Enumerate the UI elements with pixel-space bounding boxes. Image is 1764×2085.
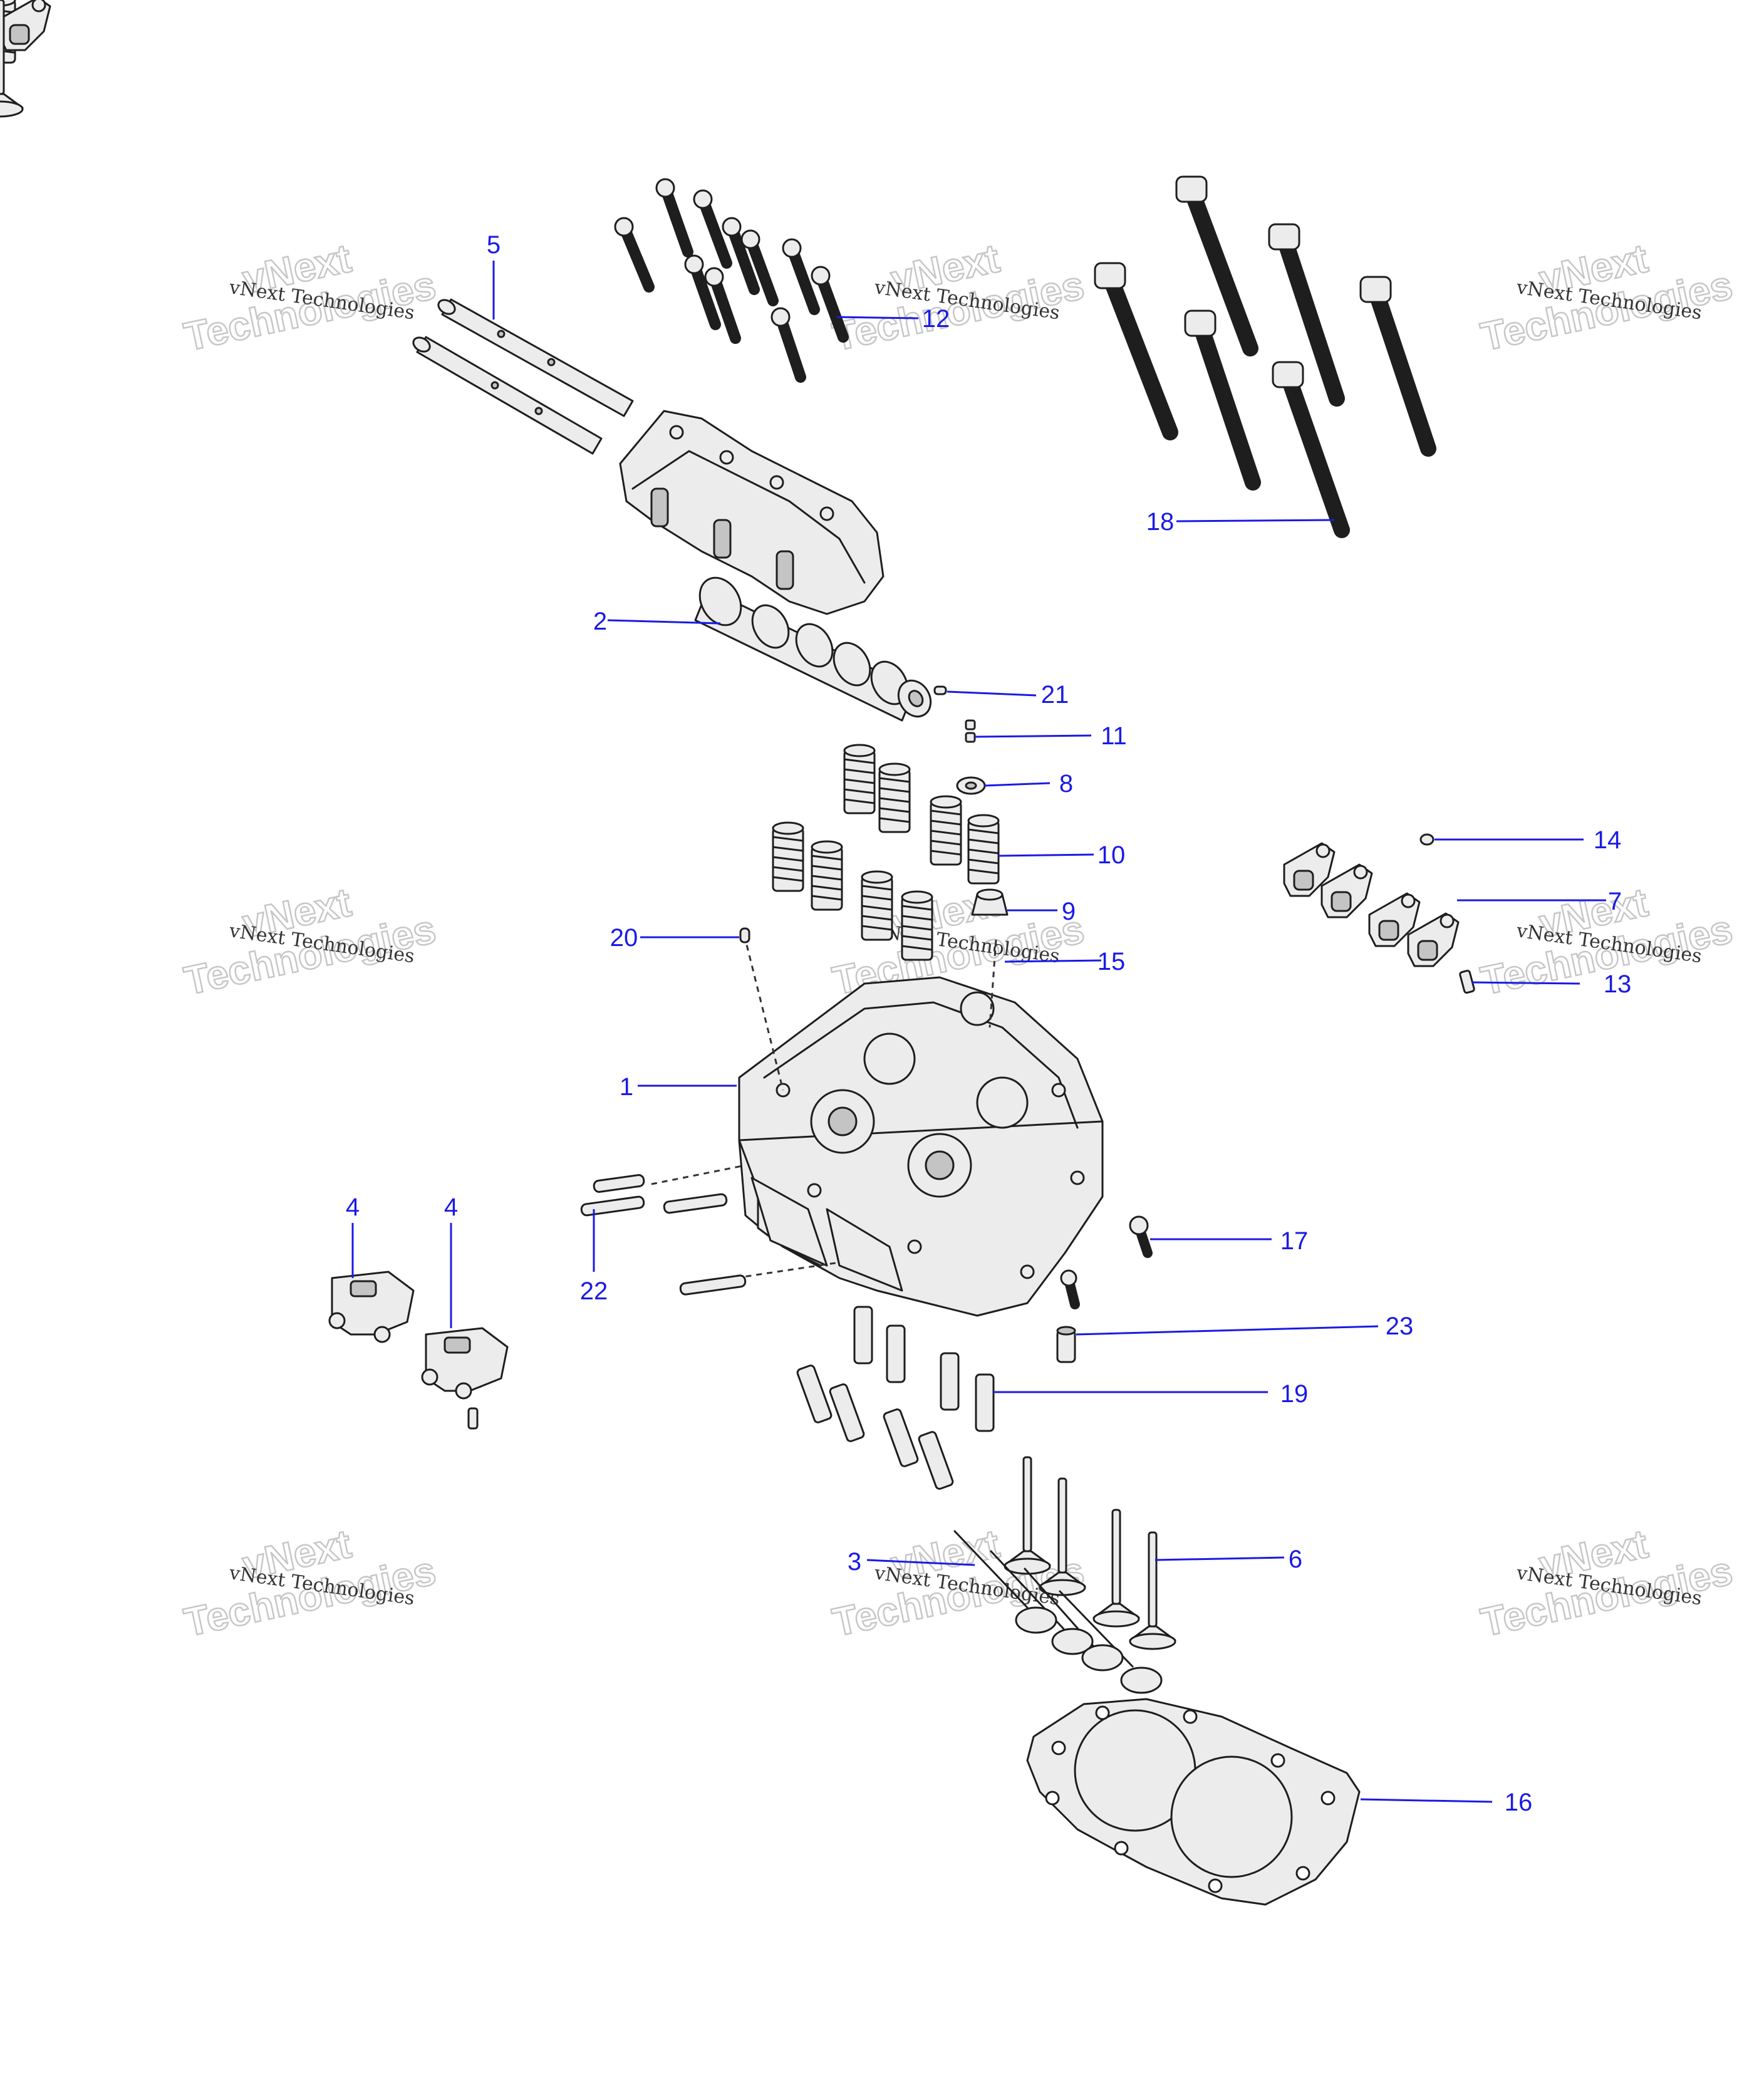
part-valve-guides	[796, 1306, 995, 1490]
callout-22: 22	[580, 1277, 608, 1305]
part-cylinder-head	[738, 976, 1104, 1317]
callout-13: 13	[1604, 970, 1632, 998]
callout-21: 21	[1041, 681, 1069, 709]
callout-3: 3	[848, 1548, 861, 1576]
part-camshaft	[694, 576, 932, 722]
part-head-gasket	[1026, 1698, 1361, 1906]
callout-10: 10	[1097, 841, 1126, 869]
callout-20: 20	[610, 924, 638, 952]
part-bolt	[1060, 1269, 1080, 1309]
watermark-group: vNext Technologies vNext Technologies vN…	[180, 234, 1737, 1646]
part-dowel-pins	[580, 1174, 747, 1296]
callout-5: 5	[487, 231, 501, 259]
callout-15: 15	[1097, 948, 1126, 975]
leader-lines	[351, 261, 1606, 1803]
part-intake-valves	[0, 0, 1176, 1650]
part-head-bolts	[1094, 175, 1436, 538]
callout-6: 6	[1289, 1546, 1302, 1573]
part-rocker-screw	[1459, 969, 1475, 994]
callout-4a: 4	[346, 1193, 360, 1221]
callout-4b: 4	[444, 1193, 458, 1221]
part-valve-keeper-2	[965, 732, 976, 743]
callout-23: 23	[1386, 1313, 1414, 1340]
part-rocker-arms	[0, 0, 1460, 967]
part-rocker-shafts	[412, 298, 634, 455]
callout-labels: 1 2 3 4 4 5 6 7 8 9 10 11 12 13 14 15 16…	[346, 231, 1631, 1816]
part-camshaft-carrier	[619, 410, 885, 615]
callout-19: 19	[1280, 1380, 1309, 1408]
part-exhaust-valves	[953, 1530, 1163, 1694]
callout-11: 11	[1101, 722, 1127, 750]
callout-7: 7	[1608, 888, 1622, 915]
part-valve-keeper	[965, 719, 976, 731]
part-cap-bolts	[614, 178, 849, 383]
callout-2: 2	[593, 608, 607, 635]
assembly-line	[988, 939, 997, 1028]
callout-16: 16	[1505, 1789, 1533, 1816]
part-lock-nut	[1419, 833, 1435, 846]
assembly-line	[743, 934, 784, 1091]
part-rocker-assembly	[328, 1271, 509, 1430]
part-bolt-17	[1129, 1215, 1153, 1258]
callout-1: 1	[620, 1073, 633, 1101]
part-dowel-pin	[933, 685, 947, 695]
part-valve-springs	[0, 0, 1000, 961]
part-locating-dowel	[739, 927, 750, 944]
callout-18: 18	[1146, 508, 1175, 536]
callout-14: 14	[1594, 826, 1622, 854]
assembly-line	[651, 1164, 746, 1185]
callout-9: 9	[1062, 898, 1076, 925]
callout-12: 12	[922, 305, 950, 333]
part-valve-seal	[971, 888, 1009, 916]
callout-8: 8	[1059, 770, 1073, 798]
callout-17: 17	[1280, 1227, 1309, 1255]
